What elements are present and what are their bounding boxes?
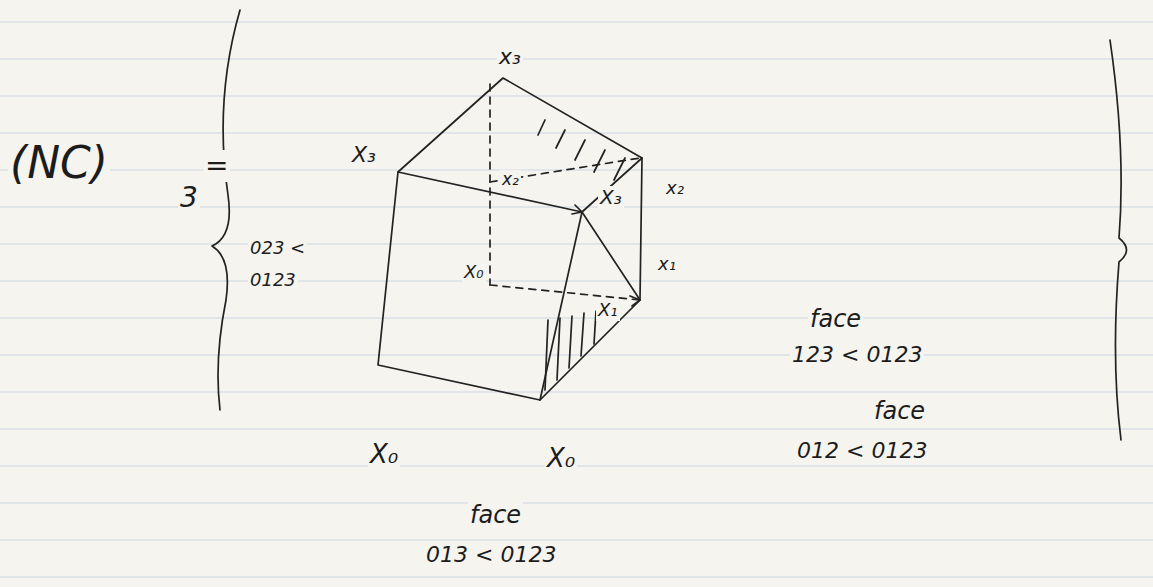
face-note: 123 < 0123 [790, 342, 924, 367]
vertex-label: X₀ [462, 262, 486, 283]
vertex-label: x₂ [664, 178, 686, 199]
vertex-label: X₃ [350, 142, 378, 167]
hidden-edge [489, 84, 491, 285]
hatching [545, 311, 596, 390]
vertex-label: X₀ [368, 440, 400, 470]
vertex-label: x₁ [656, 254, 678, 275]
subscript: 3 [178, 182, 200, 214]
equals-sign: = [203, 150, 230, 182]
vertex-label: x₂ [500, 170, 521, 190]
top-face [398, 78, 642, 212]
face-heading: face [872, 398, 927, 426]
diagonal-edge [582, 212, 640, 300]
arrow-mark [572, 205, 582, 214]
face-note: 023 < [248, 238, 307, 259]
simplex-drawing [212, 10, 1127, 440]
right-edge [540, 158, 642, 400]
face-note: 012 < 0123 [795, 438, 929, 463]
arrow-mark [630, 296, 640, 306]
face-note: 0123 [248, 270, 298, 291]
face-heading: face [808, 306, 863, 334]
script-heading: (NC) [8, 138, 110, 189]
right-brace [1110, 40, 1127, 440]
hatching [538, 120, 625, 180]
face-note: 013 < 0123 [424, 542, 558, 567]
hidden-edge [490, 285, 640, 300]
ruled-lines [0, 22, 1153, 577]
face-heading: face [468, 502, 523, 530]
vertex-label: X₀ [545, 444, 577, 474]
vertex-label: X₁ [596, 300, 620, 321]
vertex-label: X₃ [598, 186, 624, 209]
left-brace [212, 10, 240, 410]
vertex-label: x₃ [497, 44, 523, 69]
front-face [378, 172, 582, 400]
